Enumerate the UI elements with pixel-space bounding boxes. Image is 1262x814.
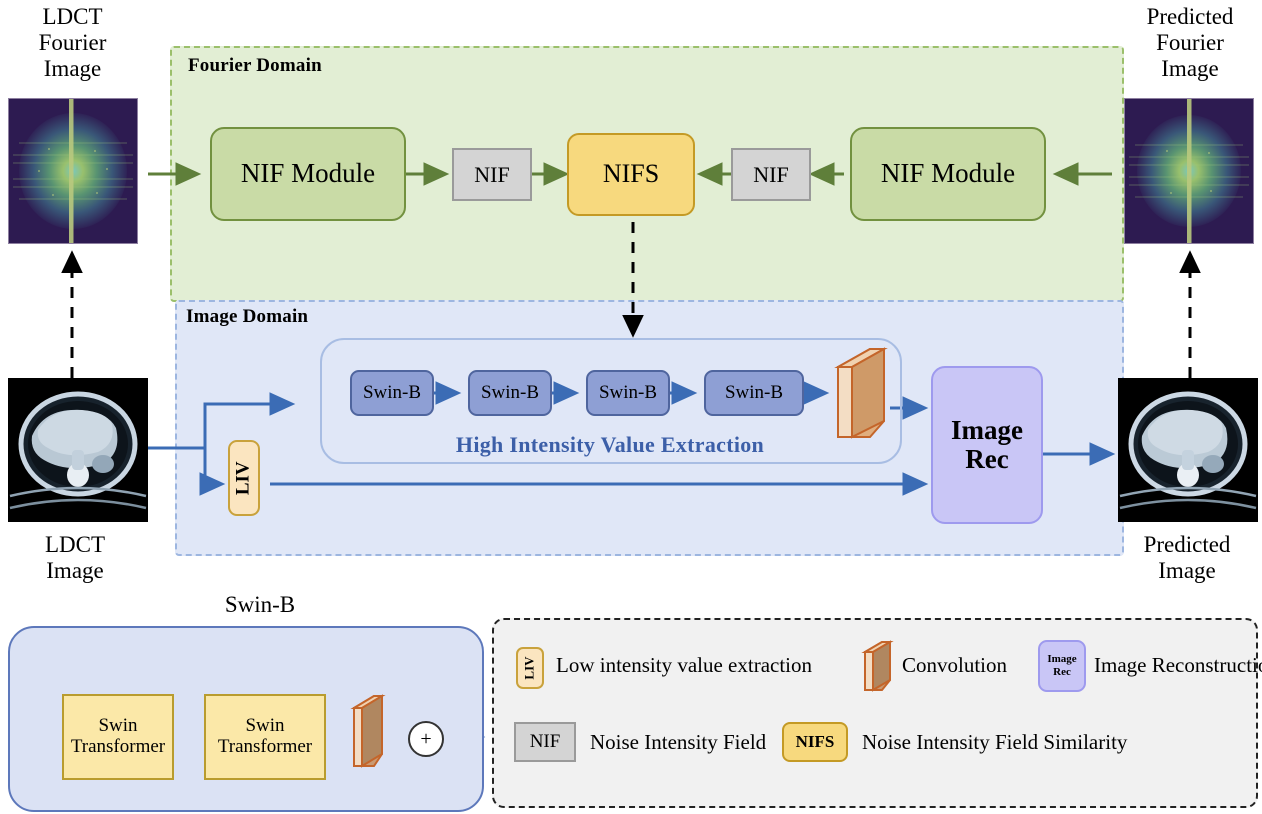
legend-nif-icon: NIF xyxy=(514,722,576,762)
swin-b-block-2[interactable]: Swin-B xyxy=(468,370,552,416)
nif-box-left[interactable]: NIF xyxy=(452,148,532,201)
caption-line-1: Predicted xyxy=(1143,532,1231,557)
swin-transformer-block-2[interactable]: Swin Transformer xyxy=(204,694,326,780)
legend-image-rec-icon-line-2: Rec xyxy=(1053,666,1071,678)
ldct-image xyxy=(8,378,148,522)
nif-box-right[interactable]: NIF xyxy=(731,148,811,201)
legend-liv-text: Low intensity value extraction xyxy=(556,653,813,677)
nifs-box[interactable]: NIFS xyxy=(567,133,695,216)
predicted-fourier-caption: Predicted Fourier Image xyxy=(1118,4,1262,81)
swin-b-block-3[interactable]: Swin-B xyxy=(586,370,670,416)
image-rec-block[interactable]: Image Rec xyxy=(931,366,1043,524)
legend-liv-icon-label: LIV xyxy=(521,656,537,680)
convolution-icon-detail xyxy=(348,692,388,780)
swin-transformer-2-line-1: Swin xyxy=(245,715,285,737)
caption-line-2: Image xyxy=(1158,557,1216,583)
predicted-image-caption: Predicted Image xyxy=(1112,532,1262,584)
caption-line-3: Image xyxy=(43,55,102,81)
caption-line-2: Image xyxy=(46,557,104,583)
liv-label: LIV xyxy=(232,461,254,495)
swin-transformer-1-line-1: Swin xyxy=(98,715,138,737)
ldct-fourier-image xyxy=(8,98,138,244)
predicted-image xyxy=(1118,378,1258,522)
add-operator: + xyxy=(408,721,444,757)
legend-liv-icon: LIV xyxy=(516,647,544,689)
nif-module-left[interactable]: NIF Module xyxy=(210,127,406,221)
image-rec-line-1: Image xyxy=(951,414,1023,445)
legend-image-rec-icon-line-1: Image xyxy=(1047,653,1077,666)
legend-nifs-icon: NIFS xyxy=(782,722,848,762)
caption-line-1: LDCT xyxy=(42,4,103,29)
legend-image-rec-icon: Image Rec xyxy=(1038,640,1086,692)
caption-line-3: Image xyxy=(1161,55,1219,81)
swin-b-detail-caption: Swin-B xyxy=(224,592,296,617)
image-rec-line-2: Rec xyxy=(965,444,1009,474)
caption-line-1: Predicted xyxy=(1146,4,1234,29)
high-intensity-value-extraction-group xyxy=(320,338,902,464)
swin-transformer-block-1[interactable]: Swin Transformer xyxy=(62,694,174,780)
ldct-fourier-caption: LDCT Fourier Image xyxy=(0,4,145,81)
legend-convolution-icon xyxy=(860,640,894,696)
hive-label: High Intensity Value Extraction xyxy=(455,432,765,457)
fourier-domain-title: Fourier Domain xyxy=(188,55,322,76)
nif-module-right[interactable]: NIF Module xyxy=(850,127,1046,221)
ldct-image-caption: LDCT Image xyxy=(0,532,150,584)
legend-convolution-text: Convolution xyxy=(902,653,1008,677)
liv-block[interactable]: LIV xyxy=(228,440,260,516)
caption-line-1: LDCT xyxy=(44,532,106,557)
swin-b-block-1[interactable]: Swin-B xyxy=(350,370,434,416)
predicted-fourier-image xyxy=(1124,98,1254,244)
caption-line-2: Fourier xyxy=(38,29,107,55)
caption-line-2: Fourier xyxy=(1156,29,1224,55)
swin-transformer-1-line-2: Transformer xyxy=(70,736,166,757)
swin-transformer-2-line-2: Transformer xyxy=(217,736,313,757)
legend-image-rec-text: Image Reconstruction xyxy=(1094,653,1262,677)
convolution-icon xyxy=(826,345,888,451)
image-domain-title: Image Domain xyxy=(186,306,309,327)
legend-nifs-text: Noise Intensity Field Similarity xyxy=(862,730,1128,754)
legend-nif-text: Noise Intensity Field xyxy=(590,730,767,754)
swin-b-block-4[interactable]: Swin-B xyxy=(704,370,804,416)
